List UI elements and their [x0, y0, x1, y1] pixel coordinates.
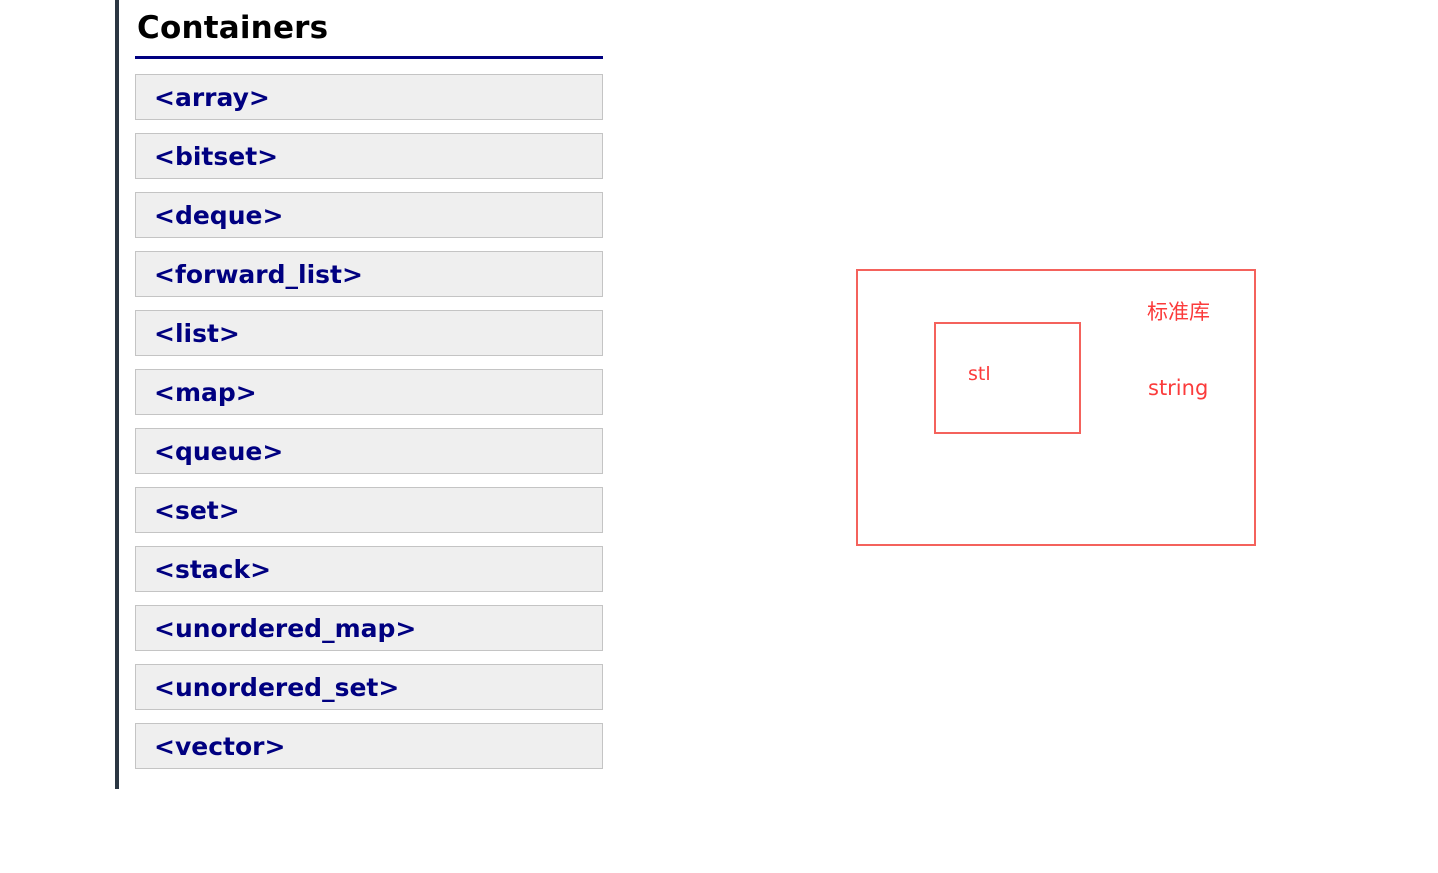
list-item-label: <unordered_set>: [154, 672, 400, 702]
list-item-array[interactable]: <array>: [135, 74, 603, 120]
standard-library-diagram: stl 标准库 string: [856, 269, 1256, 546]
list-item-label: <set>: [154, 495, 240, 525]
list-item-bitset[interactable]: <bitset>: [135, 133, 603, 179]
page-title: Containers: [137, 10, 329, 46]
left-accent-bar: [115, 0, 119, 789]
list-item-deque[interactable]: <deque>: [135, 192, 603, 238]
list-item-queue[interactable]: <queue>: [135, 428, 603, 474]
list-item-label: <array>: [154, 82, 270, 112]
list-item-label: <list>: [154, 318, 240, 348]
list-item-label: <vector>: [154, 731, 286, 761]
list-item-map[interactable]: <map>: [135, 369, 603, 415]
outer-box-label: 标准库: [1147, 300, 1210, 324]
list-item-unordered-map[interactable]: <unordered_map>: [135, 605, 603, 651]
inner-box-stl: [934, 322, 1081, 434]
containers-panel: Containers <array> <bitset> <deque> <for…: [135, 0, 603, 782]
outer-box-standard-library: [856, 269, 1256, 546]
inner-box-label: stl: [968, 363, 991, 385]
list-item-vector[interactable]: <vector>: [135, 723, 603, 769]
list-item-unordered-set[interactable]: <unordered_set>: [135, 664, 603, 710]
list-item-label: <stack>: [154, 554, 272, 584]
list-item-label: <queue>: [154, 436, 284, 466]
outer-box-member-string: string: [1148, 376, 1209, 400]
list-item-label: <deque>: [154, 200, 284, 230]
container-headers-list: <array> <bitset> <deque> <forward_list> …: [135, 74, 603, 769]
list-item-label: <map>: [154, 377, 257, 407]
title-underline-rule: [135, 56, 603, 59]
list-item-set[interactable]: <set>: [135, 487, 603, 533]
list-item-label: <bitset>: [154, 141, 279, 171]
list-item-forward-list[interactable]: <forward_list>: [135, 251, 603, 297]
list-item-list[interactable]: <list>: [135, 310, 603, 356]
list-item-label: <unordered_map>: [154, 613, 417, 643]
list-item-label: <forward_list>: [154, 259, 363, 289]
list-item-stack[interactable]: <stack>: [135, 546, 603, 592]
